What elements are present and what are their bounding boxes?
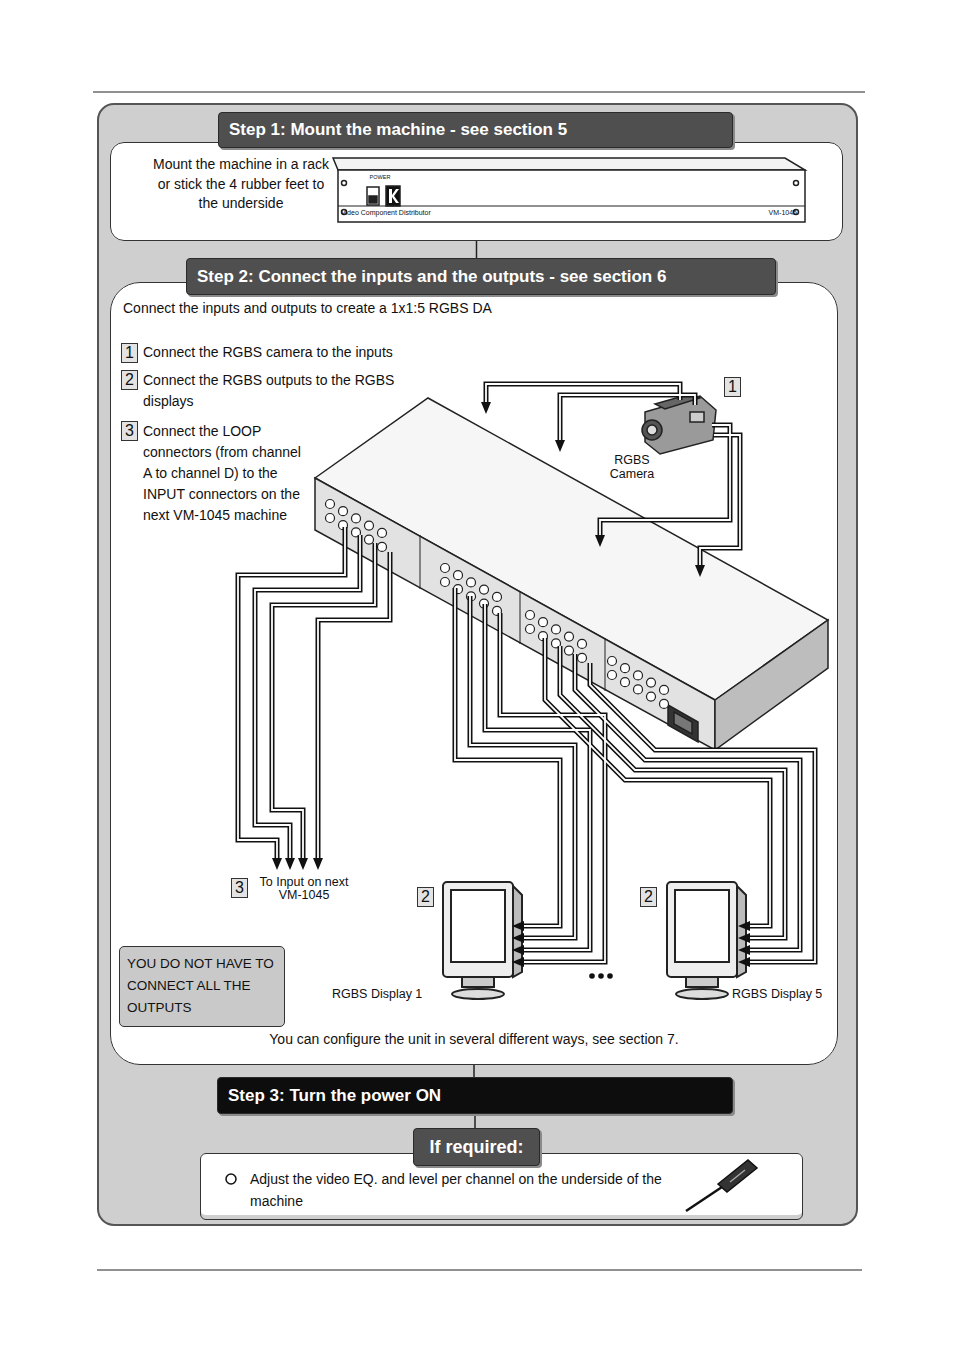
step-band: Step 2: Connect the inputs and the outpu…: [186, 258, 776, 295]
bullet: [226, 1174, 236, 1184]
node-text: Step 3: Turn the power ON: [228, 1086, 441, 1106]
note-box: YOU DO NOT HAVE TO CONNECT ALL THE OUTPU…: [119, 946, 285, 1027]
node-text: Adjust the video EQ. and level per chann…: [250, 1168, 710, 1212]
monitors: [443, 882, 746, 999]
callout-number: 2: [417, 887, 434, 907]
connector-line: [474, 1114, 476, 1128]
step-band: Step 1: Mount the machine - see section …: [218, 112, 733, 148]
node-text: Step 1: Mount the machine - see section …: [229, 120, 567, 140]
panel-label: POWER: [362, 174, 398, 181]
callout-number: 1: [121, 343, 138, 363]
step-instruction: Connect the LOOP connectors (from channe…: [143, 421, 308, 526]
callout-number: 1: [724, 377, 741, 397]
step-box: Connect the inputs and outputs to create…: [110, 282, 838, 1065]
node-text: If required:: [429, 1137, 523, 1158]
device-label: RGBS Display 5: [732, 987, 834, 1001]
required-band: If required:: [413, 1128, 540, 1166]
panel-label: Video Component Distributor: [341, 209, 471, 217]
step-instruction: Connect the RGBS camera to the inputs: [143, 343, 433, 362]
device-label: To Input on next VM-1045: [256, 876, 352, 902]
model-label: VM-1045: [752, 209, 797, 217]
page-rules: [93, 92, 865, 1270]
step-band: Step 3: Turn the power ON: [217, 1077, 733, 1114]
step-instruction: Connect the RGBS outputs to the RGBS dis…: [143, 370, 433, 412]
node-text: Step 2: Connect the inputs and the outpu…: [197, 267, 666, 287]
connector-line: [473, 1065, 475, 1077]
callout-number: 2: [640, 887, 657, 907]
callout-number: 3: [231, 878, 248, 898]
outer-panel: [98, 104, 857, 1225]
ellipsis-dots: [589, 973, 613, 979]
node-text: You can configure the unit in several di…: [111, 1030, 837, 1049]
node-text: Connect the inputs and outputs to create…: [123, 299, 492, 318]
screwdriver: [686, 1160, 757, 1211]
connector-line: [476, 241, 478, 258]
callout-number: 2: [121, 370, 138, 390]
node-text: Mount the machine in a rack or stick the…: [151, 155, 331, 214]
step-box: Mount the machine in a rack or stick the…: [110, 142, 843, 241]
camera: [642, 394, 716, 454]
cables: [238, 384, 815, 962]
device-label: RGBS Display 1: [332, 987, 438, 1001]
node-text: YOU DO NOT HAVE TO CONNECT ALL THE OUTPU…: [127, 953, 283, 1019]
callout-number: 3: [121, 421, 138, 441]
machine-front: [333, 158, 805, 222]
device-label: RGBS Camera: [600, 453, 664, 481]
box-grounds: [110, 142, 843, 1215]
